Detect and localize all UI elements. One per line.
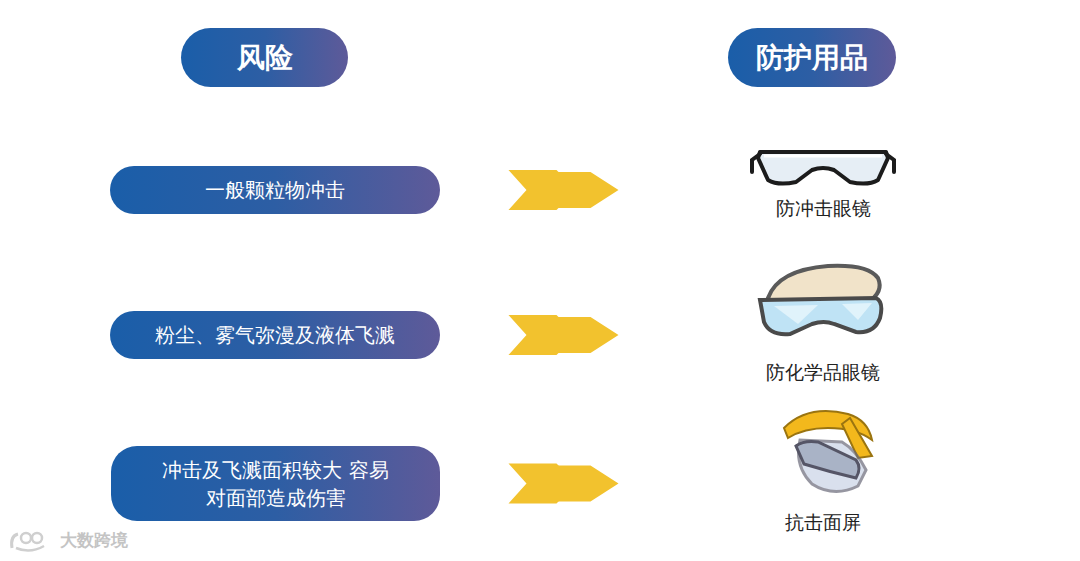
item-name: 防冲击眼镜 <box>776 196 871 222</box>
shield-icon <box>738 406 908 505</box>
pill-text: 风险 <box>237 39 293 77</box>
risk-pill: 粉尘、雾气弥漫及液体飞溅 <box>110 311 440 359</box>
watermark-logo <box>8 528 58 554</box>
pill-text: 防护用品 <box>756 39 868 77</box>
risk-pill: 一般颗粒物冲击 <box>110 166 440 214</box>
double-chevron-arrow <box>509 315 619 355</box>
double-chevron-arrow <box>509 170 619 210</box>
arrow-chevron <box>553 317 619 353</box>
double-chevron-arrow <box>509 464 619 504</box>
header-pill: 防护用品 <box>728 28 896 87</box>
item-name: 防化学品眼镜 <box>766 360 880 386</box>
header-pill: 风险 <box>181 28 348 87</box>
watermark-text: 大数跨境 <box>60 529 128 552</box>
protection-item: 抗击面屏 <box>738 406 908 536</box>
risk-pill: 冲击及飞溅面积较大 容易对面部造成伤害 <box>111 446 440 521</box>
protection-item: 防化学品眼镜 <box>738 258 908 386</box>
pill-text: 一般颗粒物冲击 <box>205 176 345 204</box>
arrow-chevron <box>553 466 619 502</box>
glasses-icon <box>738 140 908 194</box>
item-name: 抗击面屏 <box>785 510 861 536</box>
pill-text: 粉尘、雾气弥漫及液体飞溅 <box>155 321 395 349</box>
goggles-icon <box>738 258 908 347</box>
protection-item: 防冲击眼镜 <box>738 140 908 222</box>
pill-text: 冲击及飞溅面积较大 容易对面部造成伤害 <box>161 456 391 512</box>
arrow-chevron <box>553 172 619 208</box>
